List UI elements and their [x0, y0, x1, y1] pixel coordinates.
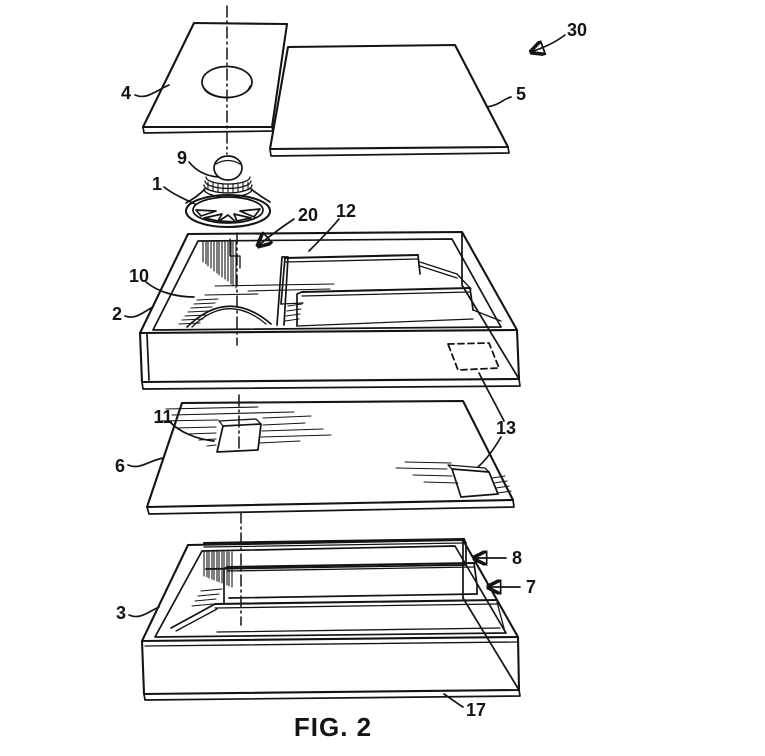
ref-number-9: 9 — [177, 148, 187, 168]
ref-number-6: 6 — [115, 456, 125, 476]
back-wall-notch — [229, 238, 241, 269]
basket-rim-outer — [184, 193, 272, 229]
leader-line-5 — [486, 96, 512, 108]
baffle-panel-12 — [280, 253, 472, 305]
back-wall-hatching — [203, 551, 233, 588]
baffle-panel-front — [296, 286, 502, 327]
ref-label-20: 20 — [258, 205, 318, 246]
ref-label-12: 12 — [308, 201, 356, 252]
ref-label-5: 5 — [486, 84, 526, 108]
leader-line-9 — [188, 161, 219, 178]
leader-line-1 — [163, 186, 196, 205]
slat-8 — [202, 537, 467, 570]
leader-line-3 — [128, 606, 160, 618]
ref-number-8: 8 — [512, 548, 522, 568]
upper-enclosure-box-2 — [138, 230, 521, 390]
ref-label-7: 7 — [488, 577, 536, 597]
ref-label-3: 3 — [116, 603, 160, 623]
lower-enclosure-box-3 — [140, 537, 521, 701]
ref-label-11: 11 — [153, 407, 215, 442]
leader-arrow-30 — [531, 34, 566, 52]
basket-window-cutouts — [195, 208, 261, 223]
ref-label-30: 30 — [531, 20, 587, 52]
ref-number-10: 10 — [129, 266, 149, 286]
magnet-dome — [213, 155, 243, 181]
ref-number-12: 12 — [336, 201, 356, 221]
floor-edge-rungs — [191, 588, 223, 607]
panel-edge-rungs — [491, 475, 512, 494]
ref-label-1: 1 — [152, 174, 196, 205]
top-cover-panel-5 — [268, 43, 510, 157]
front-inner-wall — [170, 598, 506, 633]
ref-label-17: 17 — [443, 693, 486, 720]
ref-label-4: 4 — [121, 83, 170, 103]
ref-label-10: 10 — [129, 266, 195, 298]
ref-number-4: 4 — [121, 83, 131, 103]
ref-number-3: 3 — [116, 603, 126, 623]
leader-line-13-flap — [477, 436, 502, 468]
ref-number-1: 1 — [152, 174, 162, 194]
ref-label-9: 9 — [177, 148, 219, 178]
leader-arrow-20 — [258, 218, 295, 246]
leader-line-17 — [443, 693, 464, 708]
flap-11 — [216, 418, 262, 453]
ref-number-30: 30 — [567, 20, 587, 40]
leader-line-11 — [168, 420, 215, 442]
basket-rim-inner — [192, 196, 264, 224]
leader-line-10 — [145, 281, 195, 298]
slat-7 — [223, 561, 478, 605]
leader-line-12 — [308, 218, 340, 252]
ref-label-2: 2 — [112, 304, 154, 324]
flap-11-speed-lines — [157, 406, 332, 447]
ref-number-2: 2 — [112, 304, 122, 324]
ref-label-8: 8 — [474, 548, 522, 568]
middle-divider-panel-6 — [145, 399, 515, 515]
flap-13-speed-lines — [395, 461, 459, 484]
leader-line-4 — [134, 84, 170, 98]
leader-line-2 — [124, 306, 154, 318]
ref-number-5: 5 — [516, 84, 526, 104]
leader-line-6 — [127, 457, 164, 468]
speaker-driver — [184, 155, 272, 229]
ref-number-11: 11 — [153, 407, 172, 427]
floor-edge-rungs — [178, 298, 219, 325]
flap-13 — [447, 464, 499, 498]
floor-speed-lines — [204, 283, 335, 296]
figure-caption: FIG. 2 — [294, 712, 372, 742]
ref-label-6: 6 — [115, 456, 164, 476]
magnet-knurl-ticks — [207, 181, 249, 193]
ref-number-13: 13 — [496, 418, 516, 438]
back-wall-hatching — [202, 241, 237, 289]
ref-label-13: 13 — [477, 372, 516, 468]
leader-line-13-port — [478, 372, 505, 422]
reference-labels: 30 4 5 9 1 20 12 10 — [112, 20, 587, 720]
ref-number-17: 17 — [466, 700, 486, 720]
ref-number-7: 7 — [526, 577, 536, 597]
ref-number-20: 20 — [298, 205, 318, 225]
